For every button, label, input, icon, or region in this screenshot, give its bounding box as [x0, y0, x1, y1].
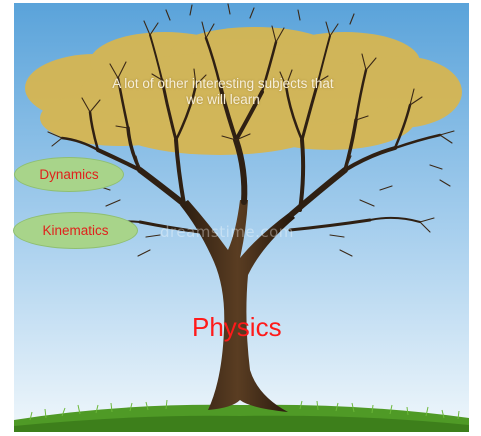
branch-label-kinematics: Kinematics	[42, 223, 109, 238]
branch-bubble-dynamics: Dynamics	[14, 157, 124, 192]
canopy-caption-line-2: we will learn	[186, 92, 260, 107]
watermark-text: dreamstime.com	[160, 223, 294, 241]
tree-branches	[60, 34, 442, 234]
canopy-caption-line-1: A lot of other interesting subjects that	[112, 76, 334, 91]
canopy-caption: A lot of other interesting subjects that…	[78, 76, 368, 108]
root-label-physics: Physics	[192, 312, 282, 342]
tree-trunk	[180, 200, 295, 412]
branch-bubble-kinematics: Kinematics	[13, 212, 138, 249]
branch-label-dynamics: Dynamics	[39, 167, 99, 182]
